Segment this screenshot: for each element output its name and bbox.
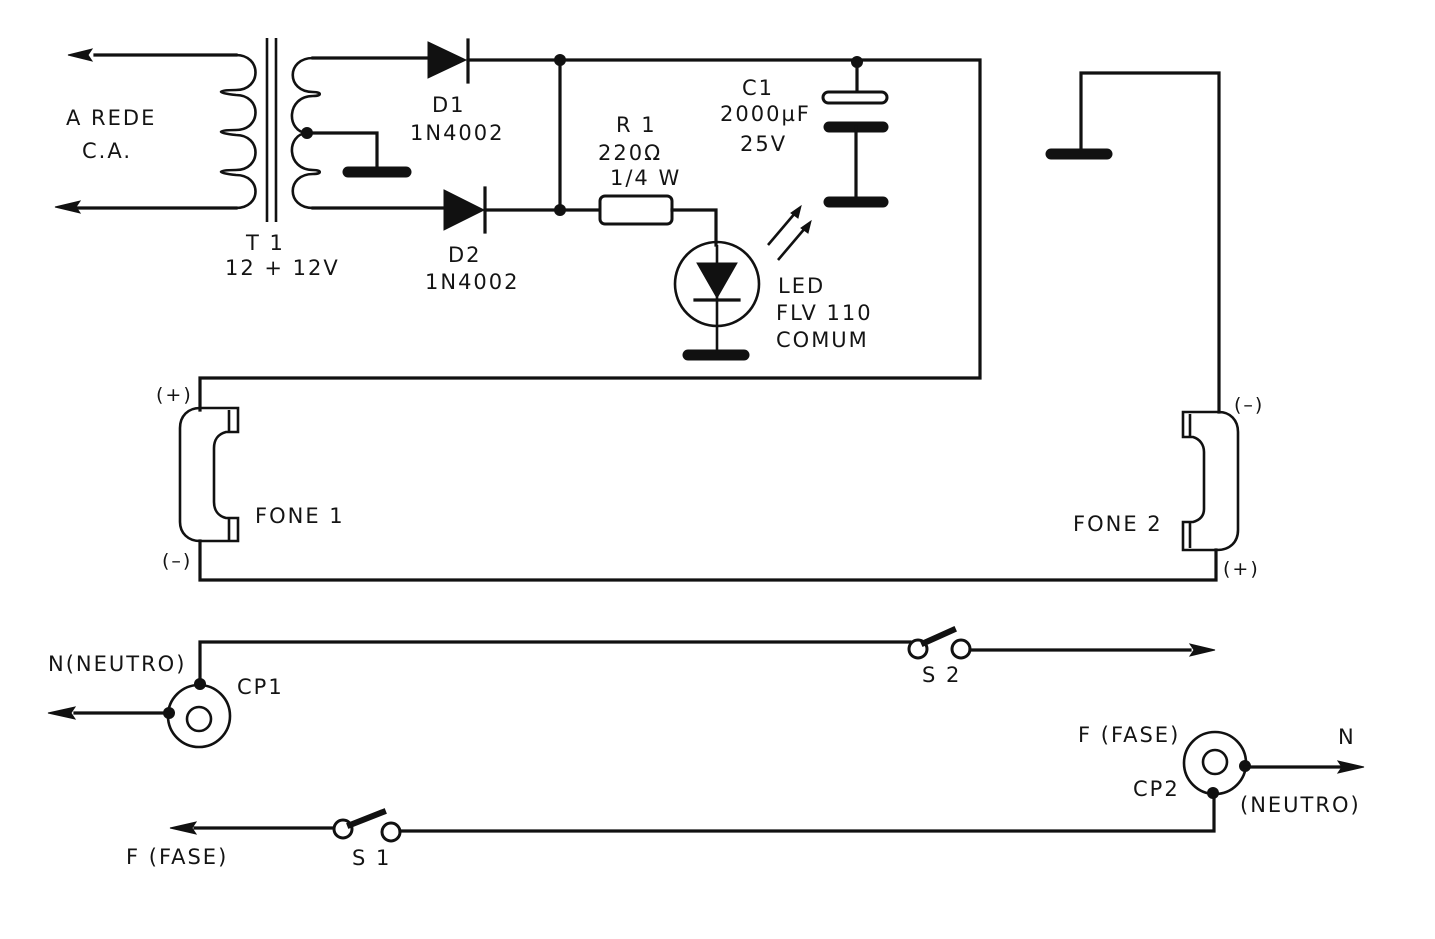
mains-label-line1: A REDE: [66, 106, 156, 130]
arrow-icon: [67, 48, 94, 62]
fone1-label: FONE 1: [255, 504, 345, 528]
arrow-icon: [54, 200, 82, 214]
switch-s2[interactable]: S 2: [907, 626, 1216, 687]
neutral-line-wire: [198, 640, 912, 686]
switch-s1[interactable]: F (FASE) S 1: [126, 790, 1216, 870]
transformer-t1: T 1 12 + 12V: [219, 38, 412, 280]
c1-value: 2000µF: [720, 102, 811, 126]
r1-wire-out: [670, 208, 718, 247]
light-emission-arrows: [767, 204, 812, 261]
fone2-label: FONE 2: [1073, 512, 1163, 536]
outlet-cp2-socket: [1201, 748, 1229, 776]
capacitor-c1: C1 2000µF 25V: [720, 60, 889, 208]
r1-value: 220Ω: [598, 141, 662, 165]
fone1-minus: (–): [162, 550, 192, 572]
cp2-neutral-label: (NEUTRO): [1240, 793, 1361, 817]
arrow-icon: [1188, 643, 1216, 657]
transformer-value: 12 + 12V: [225, 256, 340, 280]
diode-icon: [443, 189, 486, 231]
junction-dot: [1207, 787, 1219, 799]
fone2-supply-wire: [1079, 71, 1221, 414]
mains-label-line2: C.A.: [82, 139, 132, 163]
led-label-line2: FLV 110: [776, 301, 873, 325]
cp2-n-label: N: [1338, 725, 1356, 749]
r1-rating: 1/4 W: [610, 166, 681, 190]
resistor-body: [598, 194, 674, 226]
c1-ref: C1: [742, 76, 774, 100]
led-diode-icon: [696, 262, 738, 300]
s1-lever[interactable]: [346, 808, 387, 829]
led-label-line3: COMUM: [776, 328, 869, 352]
outlet-cp1: N(NEUTRO) CP1: [47, 652, 284, 749]
emission-arrow-line: [767, 211, 797, 246]
d1-value: 1N4002: [410, 121, 505, 145]
phone-fone1: (+) (–) FONE 1: [156, 384, 1218, 582]
phone-handset-icon: [178, 406, 240, 543]
resistor-r1: R 1 220Ω 1/4 W: [598, 113, 718, 247]
led: LED FLV 110 COMUM: [673, 204, 873, 361]
s2-lever[interactable]: [920, 626, 957, 647]
arrow-icon: [790, 204, 802, 219]
fone2-plus: (+): [1223, 558, 1260, 580]
transformer-ref: T 1: [245, 231, 285, 255]
d2-value: 1N4002: [425, 270, 520, 294]
arrow-icon: [47, 706, 77, 720]
outlet-cp1-body: [166, 683, 232, 749]
fone1-plus: (+): [156, 384, 193, 406]
emission-arrow-line: [777, 226, 807, 261]
c1-positive-plate: [821, 90, 889, 105]
d1-ref: D1: [432, 93, 466, 117]
junction-dot: [554, 204, 566, 216]
arrow-icon: [1336, 760, 1365, 774]
primary-coil: [219, 53, 257, 210]
cp1-neutral-label: N(NEUTRO): [48, 652, 186, 676]
arrow-icon: [800, 219, 812, 234]
s2-contact-right: [950, 638, 972, 660]
mains-input: A REDE C.A.: [54, 48, 238, 214]
s2-label: S 2: [922, 663, 961, 687]
phone-handset-icon: [1181, 410, 1240, 552]
s1-wire-in: [398, 790, 1216, 833]
cp2-phase-label: F (FASE): [1078, 723, 1180, 747]
cp1-label: CP1: [237, 675, 284, 699]
diode-d1: D1 1N4002: [311, 38, 562, 145]
s1-contact-right: [380, 821, 402, 843]
diode-d2: D2 1N4002: [311, 186, 602, 294]
led-label-line1: LED: [778, 274, 825, 298]
s1-label: S 1: [352, 846, 391, 870]
outlet-cp2: F (FASE) CP2 N (NEUTRO): [1078, 723, 1365, 817]
top-rail-wire: [198, 58, 982, 412]
cp2-label: CP2: [1133, 777, 1180, 801]
d2-ref: D2: [448, 243, 482, 267]
arrow-icon: [169, 821, 198, 835]
outlet-cp2-body: [1182, 730, 1248, 796]
c1-rating: 25V: [740, 132, 787, 156]
fone1-wire-bottom: [198, 539, 1218, 582]
fone2-minus: (–): [1234, 394, 1264, 416]
r1-ref: R 1: [616, 113, 657, 137]
diode-icon: [427, 41, 468, 79]
phone-fone2: (–) (+) FONE 2: [1073, 394, 1264, 580]
s1-phase-label: F (FASE): [126, 845, 228, 869]
outlet-cp1-socket: [185, 705, 213, 733]
center-tap-wire: [305, 131, 379, 170]
